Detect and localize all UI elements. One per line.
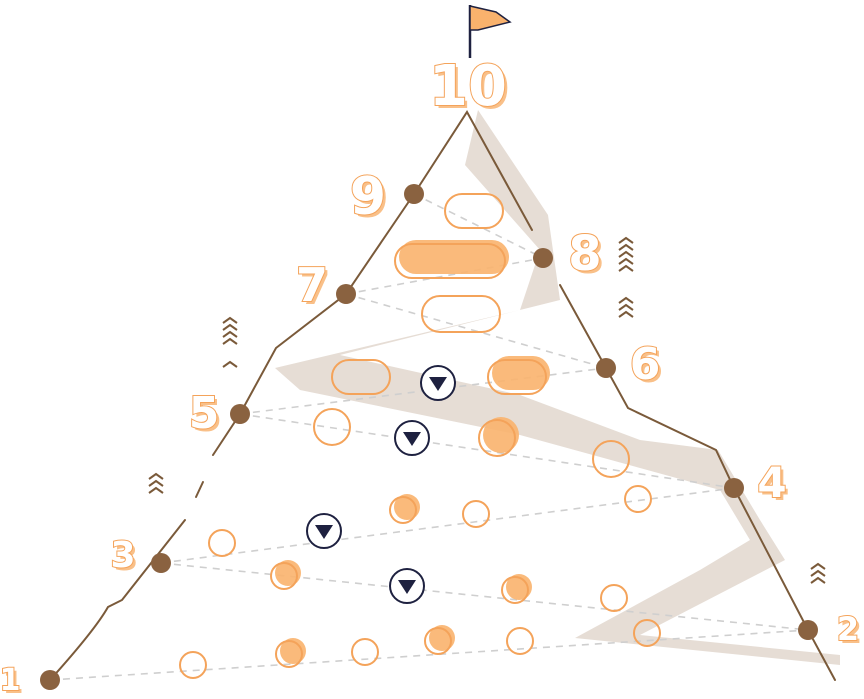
- step-node-9: [404, 184, 424, 204]
- triangle-down-icon: [420, 365, 456, 401]
- step-node-4: [724, 478, 744, 498]
- progress-pill: [444, 193, 504, 229]
- step-label-1: 1: [0, 663, 20, 695]
- step-label-3: 3: [110, 535, 135, 576]
- progress-pill: [421, 295, 501, 333]
- chevron-up-icon: [810, 562, 826, 584]
- step-label-10: 10: [429, 54, 507, 119]
- step-node-2: [798, 620, 818, 640]
- step-label-shadow-10: 10: [432, 57, 510, 122]
- progress-circle: [424, 625, 455, 655]
- step-node-1: [40, 670, 60, 690]
- step-label-shadow-2: 2: [840, 613, 862, 651]
- step-label-shadow-8: 8: [571, 229, 604, 285]
- step-label-2: 2: [837, 610, 859, 648]
- step-label-shadow-1: 1: [3, 666, 24, 695]
- progress-circle: [600, 584, 628, 612]
- chevron-up-icon: [222, 360, 238, 368]
- progress-circle: [208, 529, 236, 557]
- step-label-shadow-3: 3: [113, 538, 138, 579]
- progress-shapes: [179, 193, 661, 679]
- progress-circle: [179, 651, 207, 679]
- step-label-4: 4: [757, 458, 786, 507]
- chevron-stacks: [148, 236, 826, 584]
- step-node-5: [230, 404, 250, 424]
- progress-circle: [633, 619, 661, 647]
- progress-circle: [270, 560, 301, 590]
- progress-circle: [506, 627, 534, 655]
- direction-markers: [306, 365, 456, 604]
- step-label-shadow-6: 6: [633, 342, 664, 393]
- step-label-6: 6: [630, 339, 661, 390]
- step-label-9: 9: [350, 167, 386, 227]
- progress-circle: [389, 494, 420, 524]
- progress-pill: [331, 359, 391, 395]
- step-node-6: [596, 358, 616, 378]
- chevron-up-icon: [618, 236, 634, 272]
- progress-circle: [592, 440, 630, 478]
- triangle-down-icon: [389, 568, 425, 604]
- progress-circle: [313, 408, 351, 446]
- step-label-shadow-4: 4: [760, 461, 789, 510]
- step-node-8: [533, 248, 553, 268]
- progress-circle: [275, 638, 306, 668]
- mountain-shadow: [275, 110, 840, 665]
- chevron-up-icon: [618, 296, 634, 318]
- triangle-down-icon: [394, 420, 430, 456]
- step-label-5: 5: [189, 388, 220, 439]
- triangle-down-icon: [306, 513, 342, 549]
- chevron-up-icon: [148, 472, 164, 494]
- step-node-7: [336, 284, 356, 304]
- step-node-3: [151, 553, 171, 573]
- step-label-shadow-9: 9: [353, 170, 389, 230]
- step-label-shadow-5: 5: [192, 391, 223, 442]
- progress-circle: [462, 500, 490, 528]
- chevron-up-icon: [222, 316, 238, 345]
- progress-pill: [394, 240, 509, 279]
- progress-circle: [478, 417, 519, 457]
- progress-pill: [487, 356, 550, 395]
- progress-circle: [351, 638, 379, 666]
- step-label-shadow-7: 7: [299, 261, 331, 315]
- step-label-7: 7: [296, 258, 328, 312]
- progress-circle: [624, 485, 652, 513]
- flag-icon: [468, 5, 512, 58]
- progress-circle: [501, 574, 532, 604]
- step-label-8: 8: [568, 226, 601, 282]
